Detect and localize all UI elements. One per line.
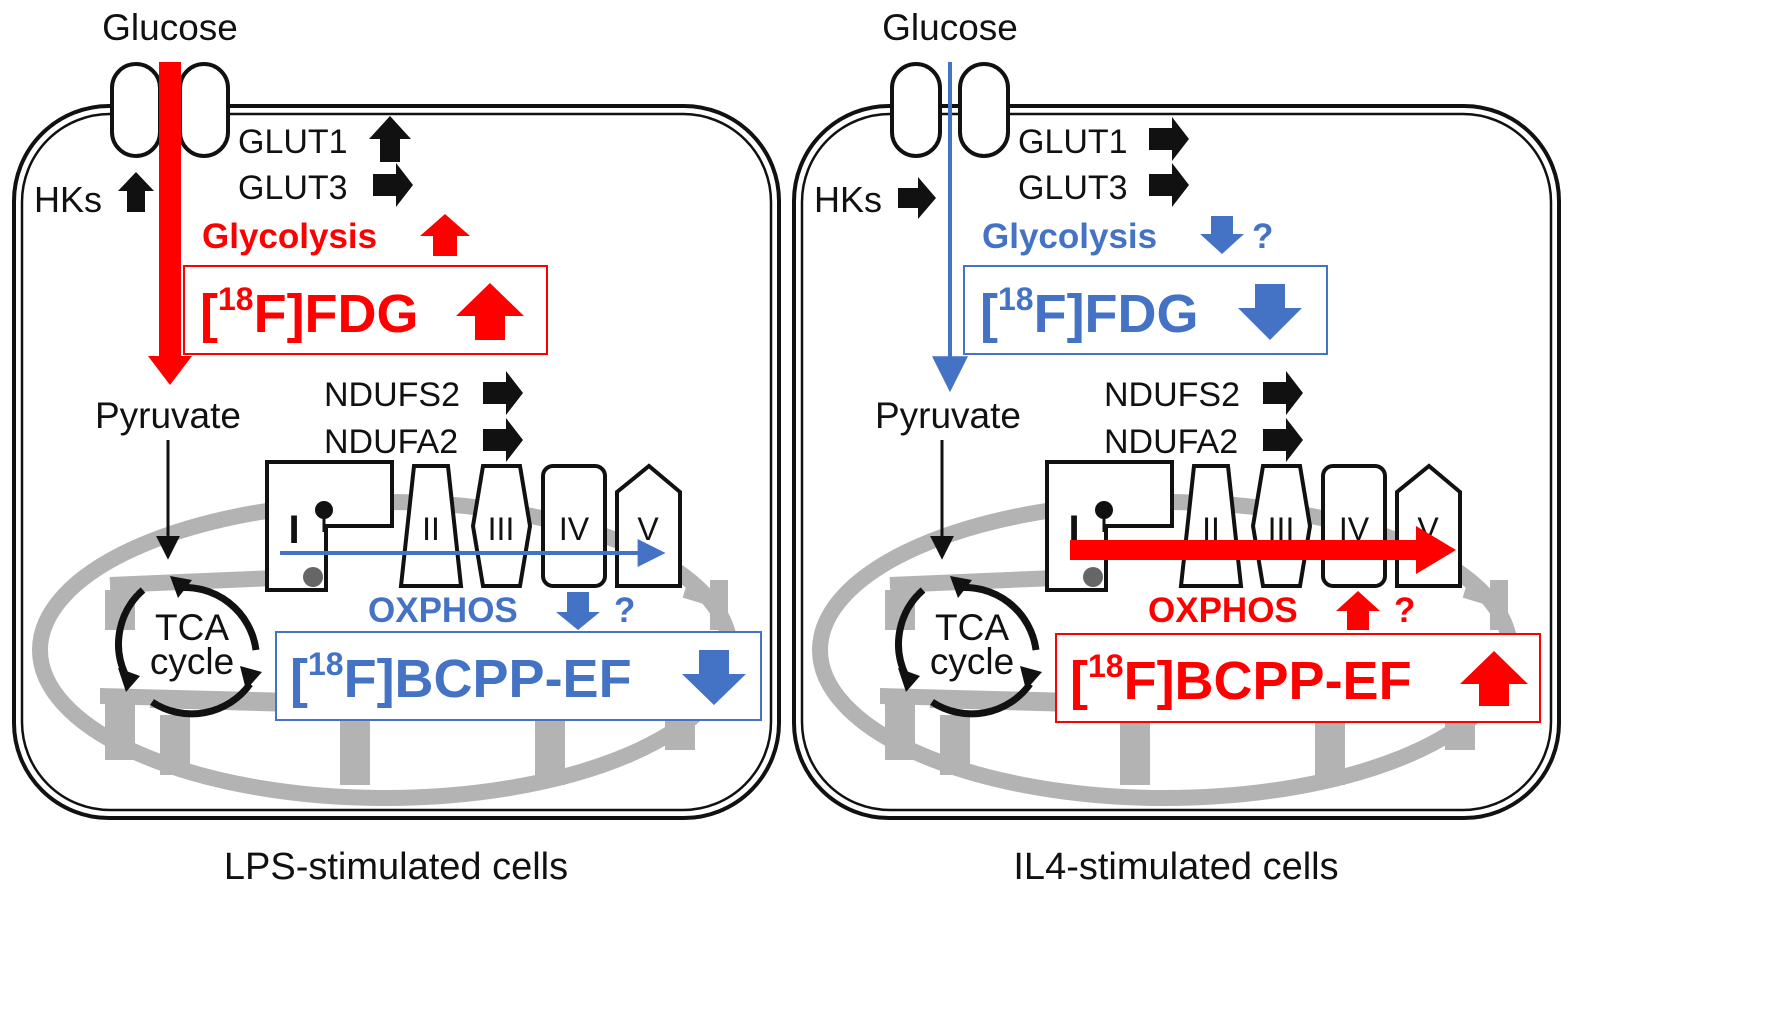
oxphos-question: ? [1394,591,1415,630]
oxphos-label: OXPHOS [1148,591,1298,630]
ndufs2-label: NDUFS2 [1104,376,1240,414]
fdg-name: F]FDG [1034,284,1199,344]
panel-lps: Glucose GLUT1 GLUT3 HKs Glycolysis [18F]… [12,7,781,888]
panel-caption: IL4-stimulated cells [1013,846,1338,888]
oxphos-label: OXPHOS [368,591,518,630]
pyruvate-label: Pyruvate [875,395,1021,436]
bcpp-tracer-label: [18F]BCPP-EF [1070,648,1412,711]
fdg-tracer-label: [18F]FDG [200,281,419,344]
pyruvate-label: Pyruvate [95,395,241,436]
glucose-label: Glucose [882,7,1018,48]
panel-il4: Glucose GLUT1 GLUT3 HKs Glycolysis ? [18… [792,7,1561,888]
complex-i-label: I [1068,508,1079,552]
ndufs2-right-arrow [1263,371,1303,415]
glycolysis-label: Glycolysis [982,217,1157,256]
bcpp-bracket: [ [290,649,308,709]
complex-iv-label: IV [559,511,590,547]
fdg-bracket: [ [200,284,218,344]
panel-caption: LPS-stimulated cells [224,846,568,888]
bcpp-name: F]BCPP-EF [344,649,632,709]
bcpp-box [1055,633,1541,723]
bcpp-bracket: [ [1070,651,1088,711]
tca-label-line1: TCA [155,607,229,648]
complex-v-label: V [637,511,659,547]
ndufa2-right-arrow [483,418,523,462]
fdg-down-arrow [1238,284,1302,340]
fdg-up-arrow [456,283,524,340]
oxphos-down-arrow [556,592,600,630]
complex-ii-label: II [1202,511,1220,547]
glut3-right-arrow [373,163,413,207]
glut1-label: GLUT1 [238,123,348,161]
cell-membrane-inner [20,112,773,812]
complex-ii [398,464,464,588]
ndufa2-label: NDUFA2 [1104,423,1238,461]
bcpp-up-arrow [1460,651,1528,706]
fdg-name: F]FDG [254,284,419,344]
hks-label: HKs [814,179,882,220]
glut-transporter [890,62,1010,158]
tca-cycle-arrows [895,576,1042,718]
bcpp-down-arrow [682,650,746,705]
tca-cycle-arrows [115,576,262,718]
ndufa2-right-arrow [1263,418,1303,462]
fdg-isotope-superscript: 18 [218,281,254,317]
cell-membrane-inner [800,112,1553,812]
ndufs2-label: NDUFS2 [324,376,460,414]
ndufs2-right-arrow [483,371,523,415]
glut3-label: GLUT3 [1018,169,1128,207]
glut3-right-arrow [1149,163,1189,207]
bcpp-name: F]BCPP-EF [1124,651,1412,711]
glucose-label: Glucose [102,7,238,48]
glycolysis-flux-arrow [148,62,192,385]
hks-up-arrow [118,172,154,212]
electron-flow-arrow [1070,526,1456,574]
complex-iii-label: III [488,511,515,547]
complex-i-label: I [288,508,299,552]
fdg-tracer-label: [18F]FDG [980,281,1199,344]
bcpp-tracer-label: [18F]BCPP-EF [290,646,632,709]
tca-label-line1: TCA [935,607,1009,648]
hks-right-arrow [898,177,936,219]
oxphos-up-arrow [1336,591,1380,630]
glycolysis-up-arrow [420,214,470,256]
bcpp-isotope-superscript: 18 [308,646,344,682]
glut1-up-arrow [369,116,411,162]
fdg-bracket: [ [980,284,998,344]
glut3-label: GLUT3 [238,169,348,207]
complex-i [265,460,394,592]
glycolysis-label: Glycolysis [202,217,377,256]
fdg-isotope-superscript: 18 [998,281,1034,317]
bcpp-box [275,631,762,721]
hks-label: HKs [34,179,102,220]
bcpp-isotope-superscript: 18 [1088,648,1124,684]
complex-ii-label: II [422,511,440,547]
tca-label-line2: cycle [150,641,234,682]
complex-i [1045,460,1174,592]
cell-membrane-outer [12,104,781,820]
glycolysis-down-arrow [1200,216,1244,254]
tca-label-line2: cycle [930,641,1014,682]
complex-iii [470,464,533,588]
complex-iv [541,464,607,588]
glycolysis-question: ? [1252,217,1273,256]
cell-membrane-outer [792,104,1561,820]
glut1-right-arrow [1149,117,1189,161]
glut1-label: GLUT1 [1018,123,1128,161]
oxphos-question: ? [614,591,635,630]
ndufa2-label: NDUFA2 [324,423,458,461]
